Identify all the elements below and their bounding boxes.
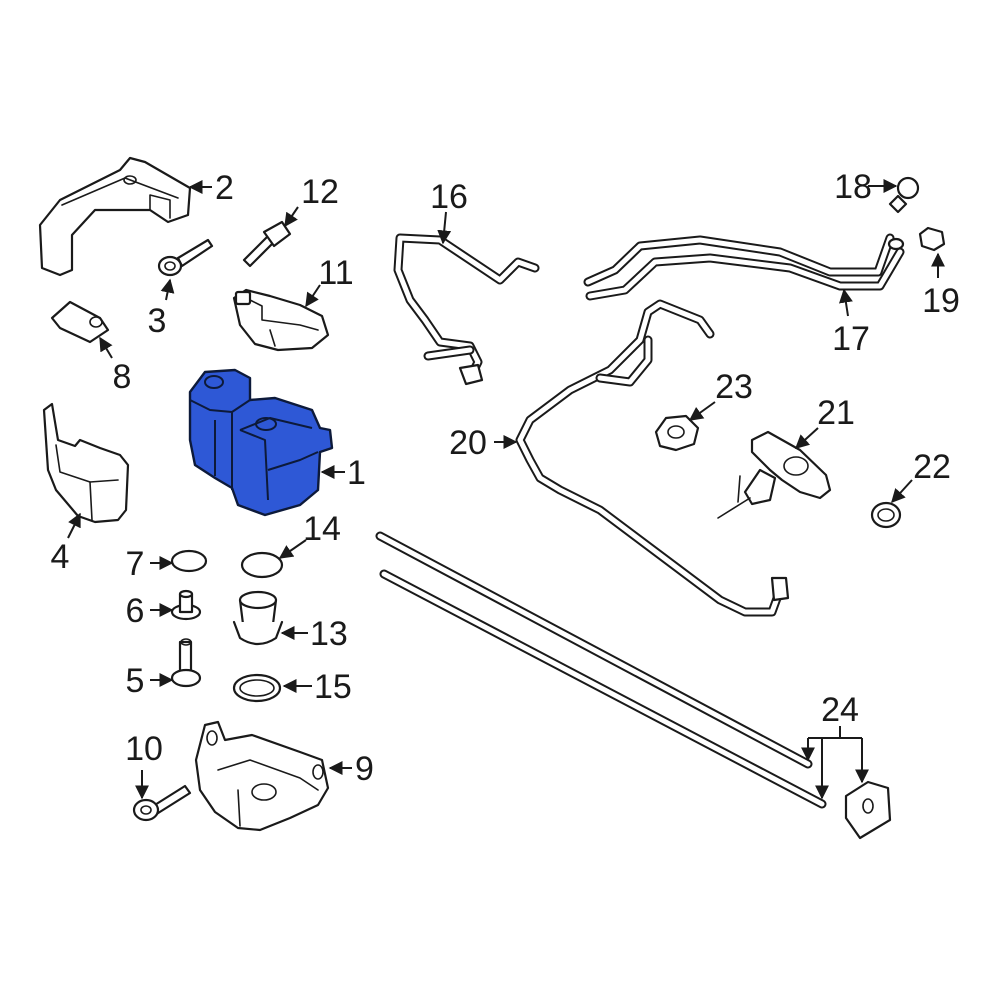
callout-16: 16 [430, 178, 468, 216]
leader-23 [688, 401, 716, 421]
leader-lines [67, 179, 945, 800]
callout-6: 6 [126, 592, 145, 630]
part-24-tubes[interactable] [375, 531, 892, 840]
callout-22: 22 [913, 448, 951, 486]
part-15-o-ring[interactable] [232, 673, 282, 703]
part-23-nut[interactable] [654, 414, 700, 452]
part-22-o-ring[interactable] [870, 501, 902, 529]
callout-2: 2 [215, 169, 234, 207]
callout-19: 19 [922, 282, 960, 320]
callout-17: 17 [832, 320, 870, 358]
leader-3 [160, 278, 175, 301]
callout-20: 20 [449, 424, 487, 462]
part-2-bracket[interactable] [38, 156, 192, 277]
callout-24: 24 [821, 691, 859, 729]
part-16-pipe[interactable] [393, 233, 540, 386]
part-3-bolt[interactable] [157, 238, 214, 277]
part-17-pipe[interactable] [583, 233, 905, 301]
callout-labels: 1 2 3 4 5 6 7 8 9 10 11 12 13 14 15 16 1… [51, 168, 960, 788]
part-9-mount-bracket[interactable] [194, 720, 330, 832]
part-8-clip-nut[interactable] [50, 300, 110, 344]
part-21-sensor[interactable] [717, 430, 832, 519]
part-14-o-ring[interactable] [240, 551, 284, 579]
part-6-plug[interactable] [170, 589, 202, 621]
part-4-shield[interactable] [42, 402, 130, 524]
callout-3: 3 [148, 302, 167, 340]
callout-15: 15 [314, 668, 352, 706]
part-19-cap[interactable] [918, 226, 946, 252]
part-10-bolt[interactable] [132, 784, 192, 822]
leader-14 [278, 539, 307, 559]
part-20-hose[interactable] [515, 299, 790, 617]
callout-7: 7 [126, 545, 145, 583]
callout-10: 10 [125, 730, 163, 768]
leader-16 [437, 211, 452, 245]
callout-18: 18 [834, 168, 872, 206]
leader-4 [67, 512, 81, 539]
callout-5: 5 [126, 662, 145, 700]
leader-11 [305, 284, 321, 308]
callout-4: 4 [51, 538, 70, 576]
callout-11: 11 [318, 254, 353, 292]
callout-13: 13 [310, 615, 348, 653]
callout-12: 12 [301, 173, 339, 211]
part-12-bolt[interactable] [242, 220, 292, 268]
leader-8 [99, 336, 113, 359]
part-13-fitting[interactable] [232, 590, 284, 646]
callout-9: 9 [355, 750, 374, 788]
part-11-sensor[interactable] [232, 288, 330, 352]
part-1-reservoir[interactable] [188, 368, 334, 517]
callout-21: 21 [817, 394, 855, 432]
leader-12 [284, 206, 299, 228]
part-7-o-ring[interactable] [170, 549, 208, 573]
callout-14: 14 [303, 510, 341, 548]
callout-8: 8 [113, 358, 132, 396]
part-18-bolt[interactable] [888, 176, 920, 214]
callout-23: 23 [715, 368, 753, 406]
leader-22 [891, 479, 913, 504]
leader-21 [794, 427, 819, 449]
callout-1: 1 [347, 454, 366, 492]
leader-17 [838, 288, 853, 317]
part-5-bolt[interactable] [170, 638, 202, 688]
